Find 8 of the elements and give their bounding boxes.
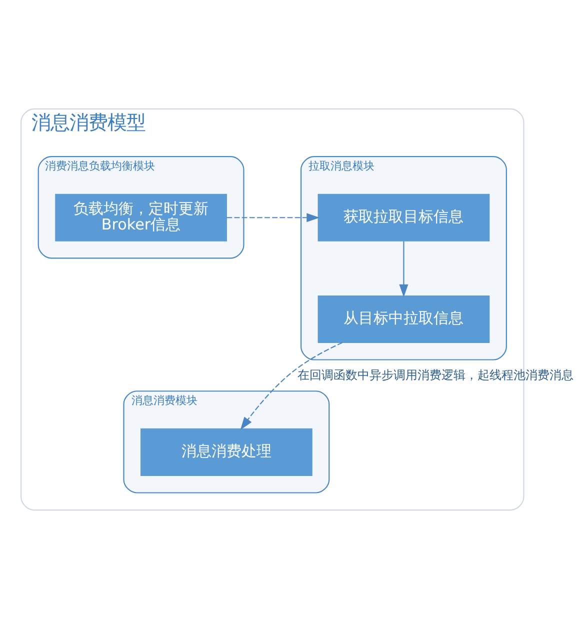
node-box: 从目标中拉取信息	[318, 295, 490, 344]
node-box: 负载均衡，定时更新Broker信息	[55, 194, 227, 242]
node-box: 获取拉取目标信息	[318, 194, 490, 242]
arrow	[226, 213, 320, 222]
arrow	[399, 241, 408, 298]
node-box: 消息消费处理	[140, 428, 312, 476]
edge-label: 在回调函数中异步调用消费逻辑，起线程池消费消息	[298, 368, 574, 382]
arrow	[240, 342, 343, 430]
